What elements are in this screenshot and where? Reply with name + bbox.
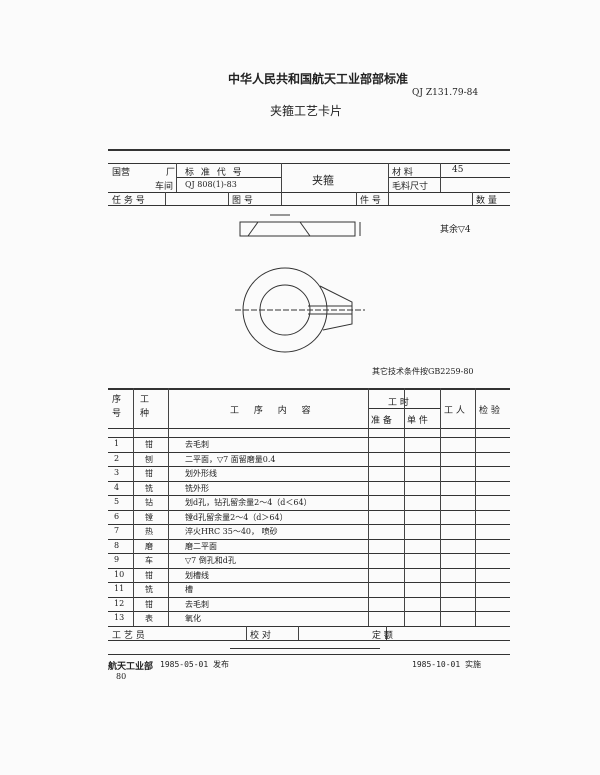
header-seq: 序号 <box>112 395 122 419</box>
row-content: 去毛刺 <box>185 599 209 609</box>
part-no-label: 件 号 <box>360 196 381 206</box>
row-number: 10 <box>114 569 125 579</box>
factory-suffix: 厂 <box>166 168 176 178</box>
row-number: 2 <box>114 453 120 463</box>
row-work-type: 镗 <box>145 512 153 522</box>
header-prep: 准 备 <box>371 416 392 426</box>
row-work-type: 刨 <box>145 454 153 464</box>
footer-process-label: 工 艺 员 <box>112 630 145 641</box>
row-content: 去毛刺 <box>185 440 209 449</box>
row-number: 3 <box>114 468 120 477</box>
row-content: 铣外形 <box>185 483 209 493</box>
row-work-type: 钳 <box>145 570 153 580</box>
part-name: 夹箍 <box>312 174 334 187</box>
row-work-type: 钳 <box>145 440 153 449</box>
row-content: 氧化 <box>185 614 201 623</box>
row-content: 二平面，▽7 面留磨量0.4 <box>185 454 276 464</box>
row-number: 13 <box>114 613 125 622</box>
row-content: 划外形线 <box>185 469 217 478</box>
row-number: 8 <box>114 540 120 550</box>
material: 45 <box>452 165 464 175</box>
quantity-label: 数 量 <box>476 196 497 206</box>
header-worker: 工 人 <box>444 406 465 416</box>
standard-code: QJ Z131.79-84 <box>412 88 479 98</box>
row-content: 划d孔，钻孔留余量2～4（d＜64） <box>185 498 312 507</box>
footer-check-label: 校 对 <box>250 630 271 641</box>
row-number: 11 <box>114 584 125 593</box>
row-work-type: 磨 <box>145 541 153 551</box>
row-work-type: 车 <box>145 556 153 565</box>
row-work-type: 铣 <box>145 585 153 594</box>
issue-date: 1985-05-01 发布 <box>160 660 229 669</box>
header-unit: 单 件 <box>407 416 428 426</box>
header-content: 工 序 内 容 <box>230 406 317 416</box>
task-no-label: 任 务 号 <box>112 196 145 206</box>
header-inspect: 检 验 <box>479 406 500 416</box>
tech-note: 其它技术条件按GB2259-80 <box>372 367 474 376</box>
row-work-type: 钳 <box>145 469 153 478</box>
row-content: ▽7 倒孔和d孔 <box>185 556 236 565</box>
footer-approve-label: 定 额 <box>372 630 393 641</box>
header-work: 工种 <box>140 395 150 419</box>
workshop-label: 车间 <box>155 182 174 192</box>
row-work-type: 铣 <box>145 483 153 493</box>
row-work-type: 钻 <box>145 498 153 507</box>
row-number: 12 <box>114 598 125 608</box>
row-content: 淬火HRC 35～40， 喷砂 <box>185 527 278 536</box>
surface-note: 其余▽4 <box>440 225 471 235</box>
row-number: 7 <box>114 526 120 535</box>
row-number: 1 <box>114 439 120 448</box>
org-standard: 中华人民共和国航天工业部部标准 <box>228 72 409 86</box>
std-code: QJ 808(1)-83 <box>185 180 237 189</box>
row-content: 槽 <box>185 585 193 594</box>
blank-size-label: 毛料尺寸 <box>392 182 429 192</box>
row-content: 划槽线 <box>185 570 209 580</box>
row-work-type: 热 <box>145 527 153 536</box>
row-number: 4 <box>114 482 120 492</box>
row-work-type: 表 <box>145 614 153 623</box>
issuer: 航天工业部 <box>108 662 154 672</box>
row-number: 9 <box>114 555 120 564</box>
row-content: 镗d孔留余量2～4（d＞64） <box>185 512 288 522</box>
part-drawing <box>235 214 365 353</box>
row-work-type: 钳 <box>145 599 153 609</box>
row-content: 磨二平面 <box>185 541 217 551</box>
header-hours: 工 时 <box>388 398 409 408</box>
row-number: 5 <box>114 497 120 506</box>
row-number: 6 <box>114 511 120 521</box>
std-code-label: 标 准 代 号 <box>185 168 244 178</box>
material-label: 材 料 <box>392 168 413 178</box>
factory-label: 国营 <box>112 168 131 178</box>
effective-date: 1985-10-01 实施 <box>412 660 481 669</box>
doc-title: 夹箍工艺卡片 <box>270 104 343 118</box>
page-number: 80 <box>116 672 127 681</box>
drawing-no-label: 图 号 <box>232 196 253 206</box>
